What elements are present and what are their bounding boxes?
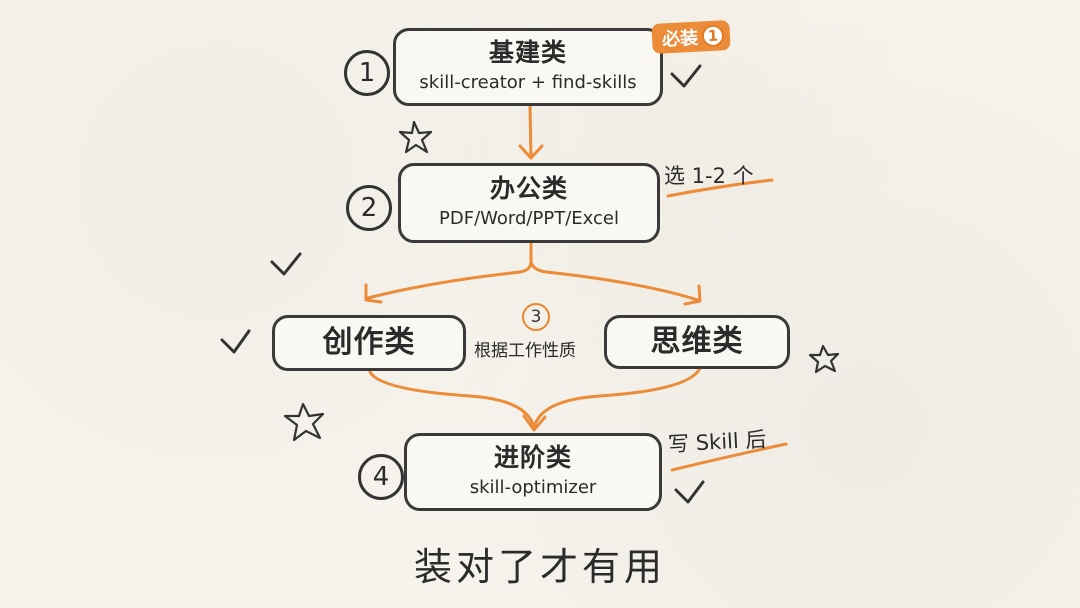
arrowhead-1-to-2 xyxy=(518,144,544,160)
box-infrastructure-title: 基建类 xyxy=(488,38,567,68)
box-infrastructure-subtitle: skill-creator + find-skills xyxy=(419,72,637,94)
step-number-4: 4 xyxy=(358,454,404,500)
arrowhead-thinking xyxy=(683,284,702,306)
box-office-subtitle: PDF/Word/PPT/Excel xyxy=(439,208,619,230)
box-thinking-title: 思维类 xyxy=(650,323,744,359)
box-advanced-subtitle: skill-optimizer xyxy=(469,477,597,499)
arrowhead-creative xyxy=(364,283,383,304)
note-after-writing: 写 Skill 后 xyxy=(667,427,767,457)
box-creative: 创作类 xyxy=(272,315,466,371)
box-office-title: 办公类 xyxy=(489,174,568,204)
must-install-badge: 必装 1 xyxy=(651,19,731,55)
step-number-2: 2 xyxy=(346,185,392,231)
arrowhead-4 xyxy=(522,414,547,432)
check-icon xyxy=(220,329,251,354)
note-choose: 选 1-2 个 xyxy=(664,164,754,188)
work-nature-label: 根据工作性质 xyxy=(474,341,576,361)
arrow-merge-right xyxy=(532,366,702,430)
must-install-number: 1 xyxy=(701,24,725,48)
box-infrastructure: 基建类 skill-creator + find-skills xyxy=(393,28,663,106)
box-creative-title: 创作类 xyxy=(322,324,416,360)
arrow-1-to-2 xyxy=(528,104,533,159)
star-icon xyxy=(398,120,433,154)
star-icon xyxy=(808,344,840,374)
step-number-3: 3 xyxy=(522,303,550,331)
box-office: 办公类 PDF/Word/PPT/Excel xyxy=(398,163,660,243)
check-icon xyxy=(270,252,302,276)
arrow-merge-left xyxy=(368,370,536,430)
step-number-1: 1 xyxy=(344,50,390,96)
arrow-2-split xyxy=(366,240,533,300)
box-advanced: 进阶类 skill-optimizer xyxy=(404,433,662,511)
box-thinking: 思维类 xyxy=(604,315,790,369)
note2-underline xyxy=(666,178,774,198)
check-icon xyxy=(674,480,705,504)
note4-underline xyxy=(670,442,788,472)
box-advanced-title: 进阶类 xyxy=(493,443,572,473)
star-icon xyxy=(283,402,325,442)
footer-slogan: 装对了才有用 xyxy=(413,545,666,589)
arrow-2-split-right xyxy=(529,260,700,302)
check-icon xyxy=(670,64,702,88)
must-install-label: 必装 xyxy=(661,27,699,51)
